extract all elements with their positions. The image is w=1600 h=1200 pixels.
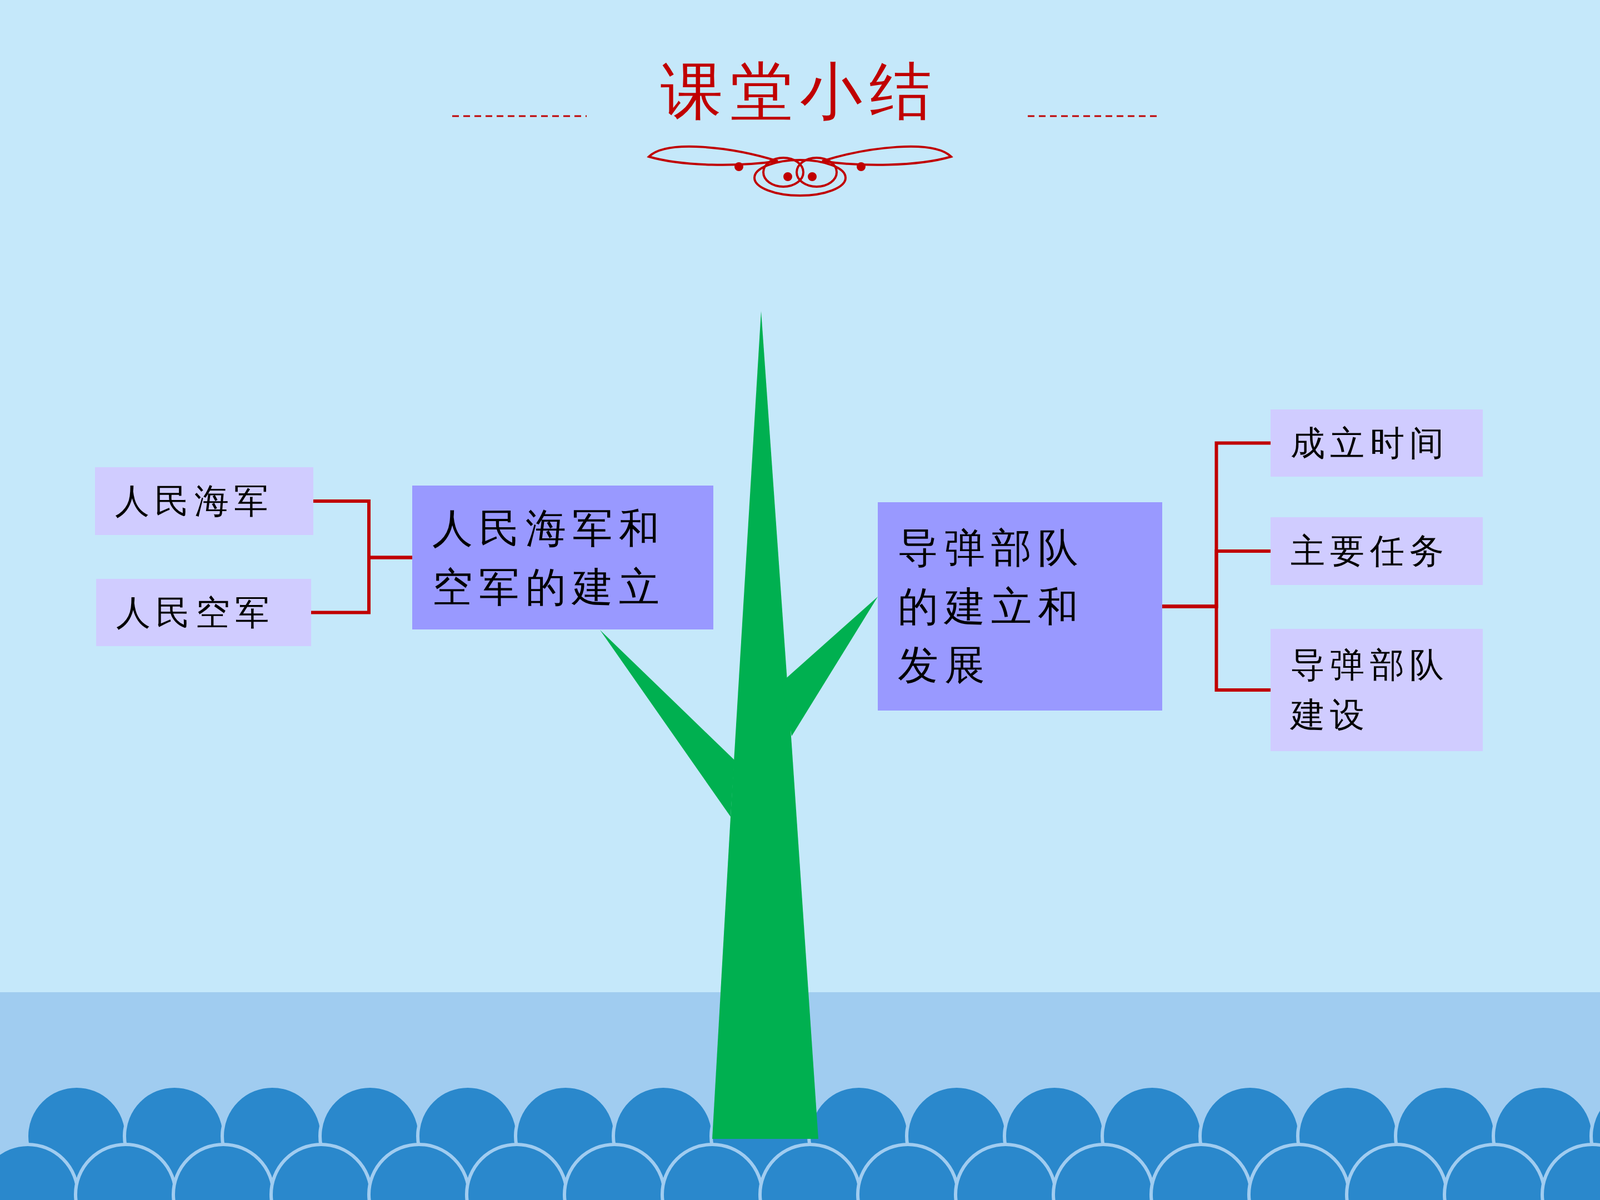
slide-title: 课堂小结 — [0, 50, 1600, 134]
title-dash — [1027, 115, 1160, 118]
wave — [1151, 1144, 1252, 1200]
wave — [75, 1144, 176, 1200]
wave — [564, 1144, 665, 1200]
wave — [955, 1144, 1056, 1200]
bracket-connector — [1162, 606, 1271, 691]
topic-box: 人民海军和空军的建立 — [412, 485, 714, 630]
topic-leaf: 人民海军 — [95, 467, 314, 535]
wave — [368, 1144, 469, 1200]
wave — [662, 1144, 763, 1200]
title-dash — [452, 115, 587, 118]
bracket-connector — [311, 557, 413, 613]
node-label: 人民海军 — [115, 476, 297, 527]
wave — [1444, 1144, 1545, 1200]
topic-leaf: 成立时间 — [1270, 409, 1483, 477]
node-label: 主要任务 — [1290, 526, 1467, 577]
tree — [600, 311, 878, 1139]
node-label: 人民海军和空军的建立 — [432, 498, 697, 617]
tree-branch — [781, 596, 878, 737]
wave — [1542, 1144, 1600, 1200]
wave — [1346, 1144, 1447, 1200]
wave — [1248, 1144, 1349, 1200]
wave — [466, 1144, 567, 1200]
topic-leaf: 人民空军 — [96, 578, 312, 647]
wave — [857, 1144, 958, 1200]
tree-branch — [600, 630, 735, 817]
wave — [760, 1144, 860, 1200]
node-label: 成立时间 — [1290, 418, 1467, 469]
topic-leaf: 导弹部队建设 — [1270, 628, 1483, 752]
node-label: 导弹部队建设 — [1290, 640, 1461, 740]
bracket-connector — [1162, 551, 1271, 607]
topic-box: 导弹部队的建立和发展 — [877, 502, 1163, 711]
wave-row — [0, 1144, 1600, 1200]
wave — [173, 1144, 274, 1200]
wave — [271, 1144, 372, 1200]
bracket-connector — [1162, 443, 1271, 607]
bracket-connector — [313, 501, 413, 558]
topic-leaf: 主要任务 — [1270, 517, 1483, 585]
title-flourish — [648, 146, 952, 196]
wave — [0, 1144, 78, 1200]
node-label: 导弹部队的建立和发展 — [897, 518, 1107, 695]
wave — [1053, 1144, 1154, 1200]
tree-trunk — [712, 311, 819, 1139]
node-label: 人民空军 — [116, 587, 295, 638]
